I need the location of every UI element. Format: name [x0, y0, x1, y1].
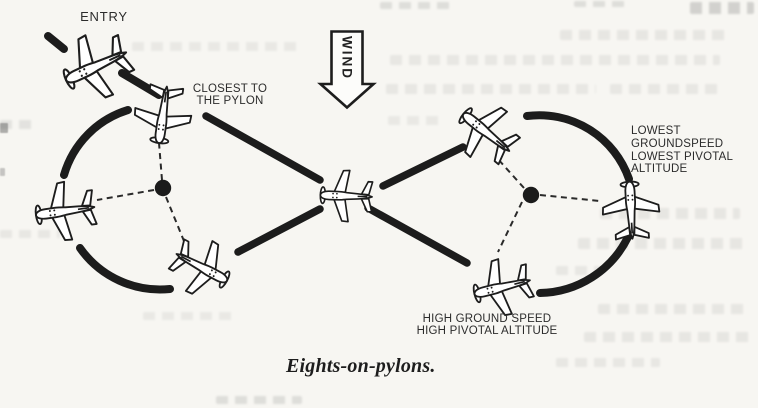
- bleedthrough-smudge: [556, 358, 660, 367]
- left-pylon-dot: [154, 179, 172, 197]
- bleedthrough-smudge: [390, 55, 720, 65]
- scan-edge-mark: [0, 123, 8, 133]
- right-circle-upper-arc: [523, 111, 633, 183]
- airplane-crossover-icon: [317, 166, 377, 226]
- left-circle-lower-arc: [76, 244, 174, 294]
- lowest-groundspeed-label: LOWEST GROUNDSPEED LOWEST PIVOTAL ALTITU…: [631, 125, 733, 176]
- pylon-turn-arcs: [60, 106, 633, 297]
- bleedthrough-smudge: [584, 332, 752, 342]
- crossover-legs: [202, 112, 471, 267]
- label-line: CLOSEST TO: [192, 83, 268, 95]
- label-line: LOWEST PIVOTAL: [631, 150, 734, 163]
- right-pylon-dot: [522, 186, 540, 204]
- wind-arrow-icon: [317, 30, 377, 110]
- bleedthrough-smudge: [598, 304, 750, 314]
- label-line: HIGH PIVOTAL ALTITUDE: [416, 325, 558, 338]
- label-line: LOWEST: [631, 125, 681, 137]
- right-circle-lower-arc: [536, 233, 632, 297]
- label-line: ALTITUDE: [631, 163, 688, 176]
- wind-label: WIND: [339, 36, 355, 80]
- bleedthrough-smudge: [0, 230, 60, 238]
- label-line: GROUNDSPEED: [631, 137, 724, 150]
- high-groundspeed-label: HIGH GROUND SPEED HIGH PIVOTAL ALTITUDE: [411, 313, 563, 338]
- pylon-sight-lines: [96, 142, 601, 253]
- bleedthrough-smudge: [143, 312, 233, 320]
- leg-center-to-right-bottom: [364, 204, 471, 267]
- bleedthrough-smudge: [578, 238, 746, 249]
- label-line: THE PYLON: [196, 94, 264, 107]
- bleedthrough-smudge: [132, 42, 302, 51]
- bleedthrough-smudge: [560, 30, 730, 40]
- bleedthrough-smudge: [556, 266, 600, 275]
- bleedthrough-smudge: [388, 116, 443, 125]
- bleedthrough-smudge: [386, 84, 596, 94]
- closest-to-pylon-label: CLOSEST TO THE PYLON: [184, 83, 276, 108]
- bleedthrough-smudge: [574, 1, 628, 7]
- entry-label: ENTRY: [80, 9, 128, 24]
- bleedthrough-smudge: [690, 2, 754, 14]
- leg-left-top-to-center: [202, 112, 324, 184]
- bleedthrough-smudge: [600, 208, 740, 219]
- bleedthrough-smudge: [610, 84, 720, 94]
- airplane-right-circle-east-icon: [597, 177, 664, 244]
- bleedthrough-smudge: [216, 396, 302, 404]
- airplane-left-circle-west-icon: [29, 174, 104, 249]
- bleedthrough-smudge: [0, 120, 38, 129]
- figure-caption: Eights-on-pylons.: [286, 355, 436, 377]
- scan-edge-mark: [0, 168, 5, 176]
- label-line: HIGH GROUND SPEED: [422, 313, 552, 325]
- leg-left-bottom-to-center: [234, 205, 324, 256]
- bleedthrough-smudge: [380, 2, 450, 9]
- leg-center-to-right-top: [379, 143, 467, 190]
- left-circle-upper-arc: [60, 106, 132, 179]
